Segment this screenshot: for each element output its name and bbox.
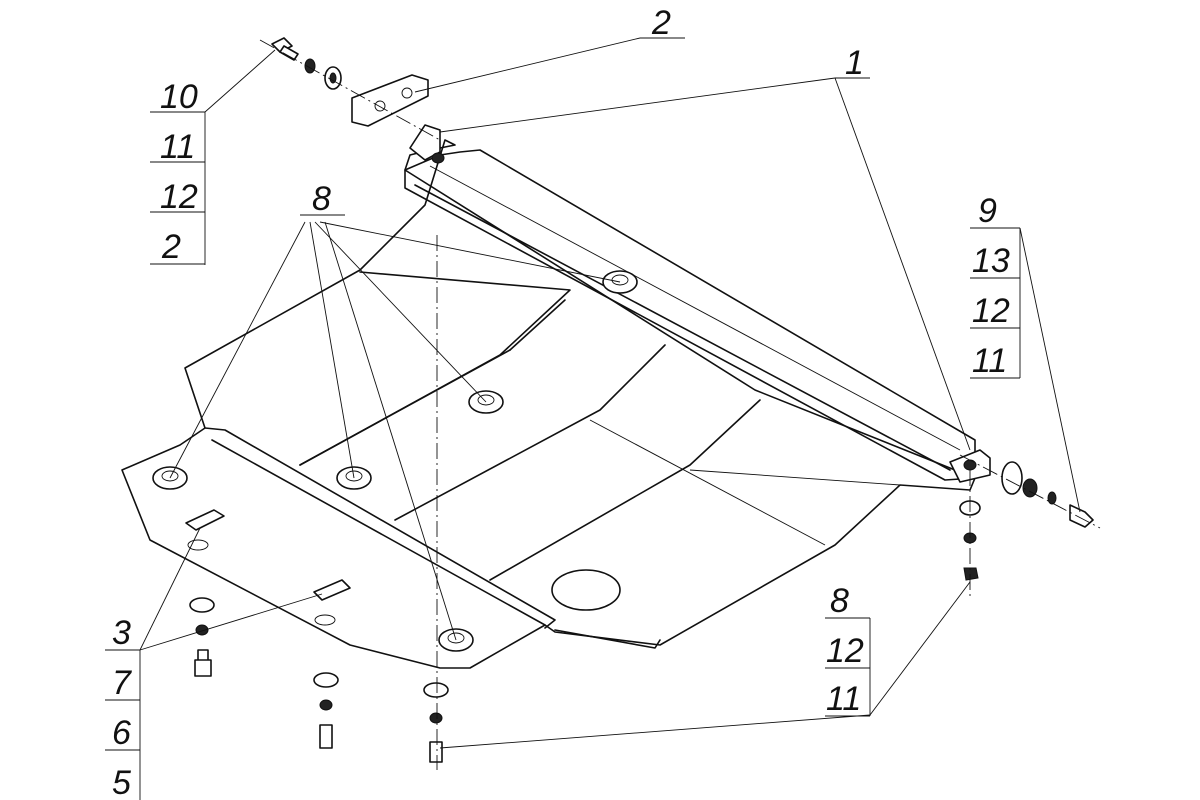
callout-3: 3	[112, 614, 131, 652]
callout-8-plate: 8	[312, 180, 331, 218]
callout-12-top-left: 12	[160, 178, 198, 216]
callout-13: 13	[972, 242, 1010, 280]
right-fasteners	[949, 449, 1094, 528]
callout-stack-bottom-left: 3 7 6 5	[105, 614, 141, 800]
leader-lines	[105, 37, 1081, 749]
callout-11-bottom: 11	[826, 680, 861, 718]
callout-9: 9	[978, 192, 997, 230]
callout-8-bottom: 8	[830, 582, 849, 620]
callout-1-top: 1	[845, 44, 864, 82]
callout-stack-top-left: 10 11 12 2	[150, 78, 206, 266]
right-bolt-axis	[959, 454, 1101, 529]
callout-7: 7	[112, 664, 132, 702]
callout-11-top-left: 11	[160, 128, 195, 166]
callout-12-bottom: 12	[826, 632, 864, 670]
top-left-fasteners	[271, 37, 445, 164]
callout-10: 10	[160, 78, 198, 116]
callout-6: 6	[112, 714, 131, 752]
stud-markers	[152, 270, 638, 652]
bottom-fasteners	[185, 500, 981, 763]
callout-5: 5	[112, 764, 131, 800]
left-axis	[259, 39, 441, 141]
callout-12-right: 12	[972, 292, 1010, 330]
callout-stack-right: 9 13 12 11	[970, 192, 1021, 380]
skid-plate	[121, 139, 976, 669]
callout-11-right: 11	[972, 342, 1007, 380]
callout-stack-bottom-right: 8 12 11	[825, 582, 871, 718]
callout-2-top-left: 2	[161, 228, 181, 266]
callout-2-top: 2	[651, 4, 671, 42]
